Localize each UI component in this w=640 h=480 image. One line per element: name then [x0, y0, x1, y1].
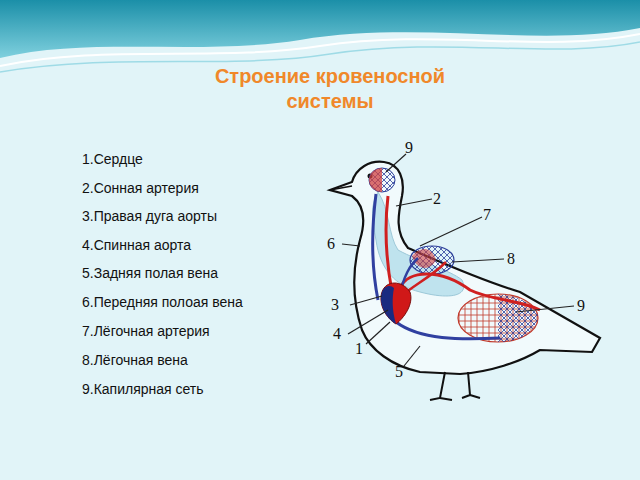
legend-item: 2.Сонная артерия	[82, 180, 199, 196]
legend-item: 6.Передняя полоая вена	[82, 294, 243, 310]
legend-item: 1.Сердце	[82, 151, 143, 167]
callout-number: 3	[330, 297, 340, 313]
callout-number: 5	[394, 364, 404, 380]
legend-item: 8.Лёгочная вена	[82, 352, 188, 368]
callout-number: 9	[576, 298, 586, 314]
callout-number: 2	[432, 191, 442, 207]
legend-item: 9.Капилярная сеть	[82, 381, 204, 397]
callout-number: 4	[332, 326, 342, 342]
callout-number: 9	[404, 140, 414, 156]
callout-number: 8	[506, 251, 516, 267]
legend-item: 7.Лёгочная артерия	[82, 323, 210, 339]
legend-item: 5.Задняя полая вена	[82, 265, 218, 281]
title: Строение кровеносной системы	[190, 64, 470, 114]
callout-number: 7	[482, 207, 492, 223]
callout-number: 1	[354, 341, 364, 357]
legend-item: 4.Спинная аорта	[82, 237, 191, 253]
legend-item: 3.Правая дуга аорты	[82, 208, 217, 224]
callout-number: 6	[326, 236, 336, 252]
